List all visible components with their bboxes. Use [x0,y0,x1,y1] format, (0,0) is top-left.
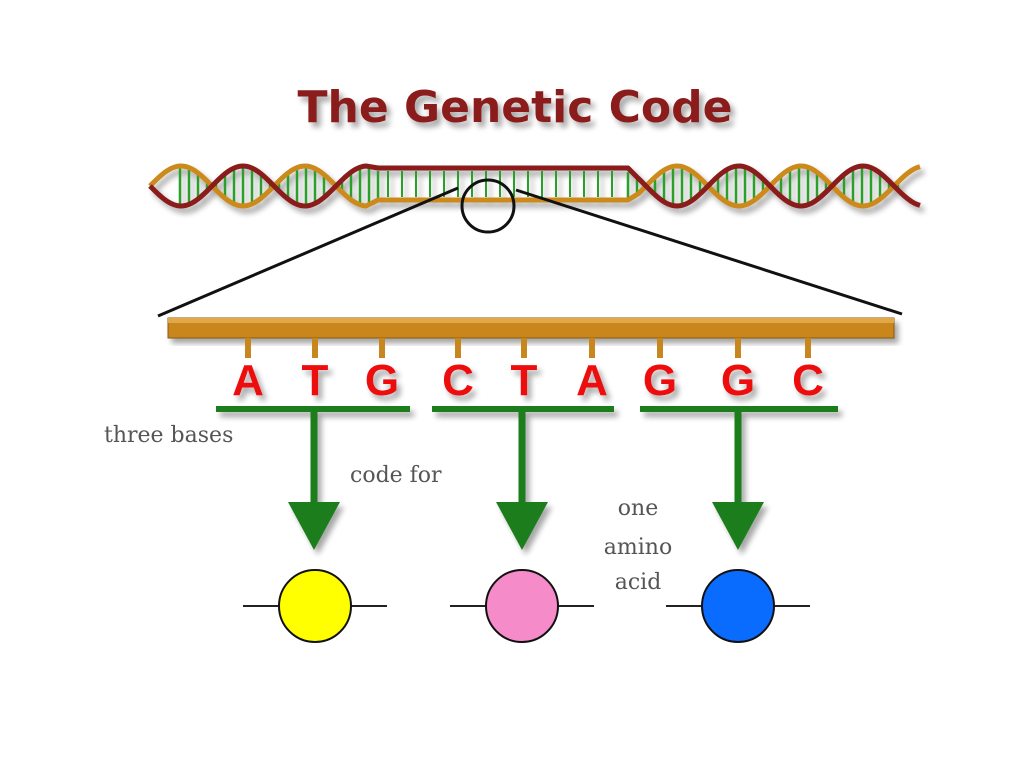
zoom-line-right [515,188,903,316]
codon-groups [216,406,838,550]
base-letter: C [792,356,824,405]
amino-acid-circle [278,569,352,643]
codon-group-2 [432,406,614,550]
base-letter: G [721,356,755,405]
base-stem [589,338,595,358]
codon-group-3 [640,406,838,550]
caption-one: one [618,496,658,521]
caption-acid: acid [615,570,662,595]
base-stem [805,338,811,358]
base-letter: T [511,356,538,405]
dna-backbone [167,317,895,339]
base-stem [657,338,663,358]
base-stem [245,338,251,358]
amino-acid-2 [450,569,594,643]
base-stem [379,338,385,358]
codon-arrowhead [712,502,764,550]
base-letter: T [302,356,329,405]
helix-rungs [178,168,900,204]
amino-acid-circle [701,569,775,643]
base-letter: A [232,356,264,405]
amino-acid-1 [243,569,387,643]
base-letter: G [643,356,677,405]
dna-double-helix [148,163,921,209]
zoom-line-left [157,186,459,318]
base-letter: G [365,356,399,405]
base-stem [312,338,318,358]
base-letter: A [576,356,608,405]
base-letter: C [442,356,474,405]
amino-acid-3 [666,569,810,643]
caption-amino: amino [604,535,672,560]
amino-acid-circle [485,569,559,643]
codon-group-1 [216,406,410,550]
base-stems [245,338,811,358]
base-stem [735,338,741,358]
zoom-indicator [157,178,903,318]
base-stem [455,338,461,358]
diagram-title: The Genetic Code [298,82,733,133]
zoom-circle [460,178,516,234]
codon-arrowhead [496,502,548,550]
helix-strand-light [148,163,921,209]
base-stem [521,338,527,358]
helix-strand-dark [148,163,921,209]
caption-code-for: code for [350,463,442,488]
amino-acids [243,569,810,643]
caption-three-bases: three bases [104,423,233,448]
codon-arrowhead [288,502,340,550]
